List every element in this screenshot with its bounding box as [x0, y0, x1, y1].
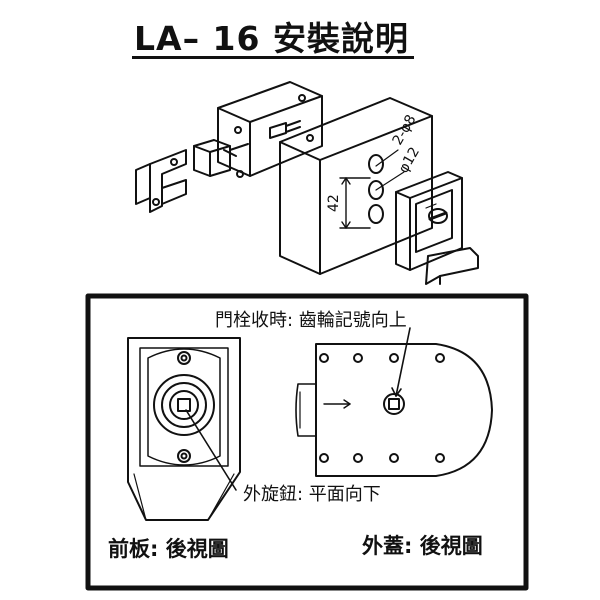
spindle — [269, 120, 301, 139]
lock-body — [217, 81, 323, 178]
gear-mark-note: 門栓收時: 齒輪記號向上 — [215, 310, 407, 331]
dimension-line — [339, 177, 371, 229]
front-plate-caption: 前板: 後視圖 — [108, 537, 229, 561]
outer-cover-caption: 外蓋: 後視圖 — [362, 534, 483, 558]
door-slab — [279, 97, 433, 275]
dimension-label: 42 — [326, 194, 342, 212]
strike-bracket — [135, 149, 187, 213]
outer-cover-back-view — [295, 343, 493, 477]
hole-label-large: φ12 — [396, 145, 423, 176]
title-underline — [132, 56, 414, 59]
leader-gear-mark — [395, 327, 411, 397]
leader-thumb-turn — [185, 409, 237, 491]
page-title: LA– 16 安裝說明 — [134, 19, 409, 58]
thumb-turn-cover — [395, 171, 479, 285]
panel-frame — [85, 293, 529, 591]
thumb-turn-note: 外旋鈕: 平面向下 — [243, 484, 381, 505]
lock-bolt — [193, 139, 249, 177]
front-plate-back-view — [127, 337, 241, 521]
